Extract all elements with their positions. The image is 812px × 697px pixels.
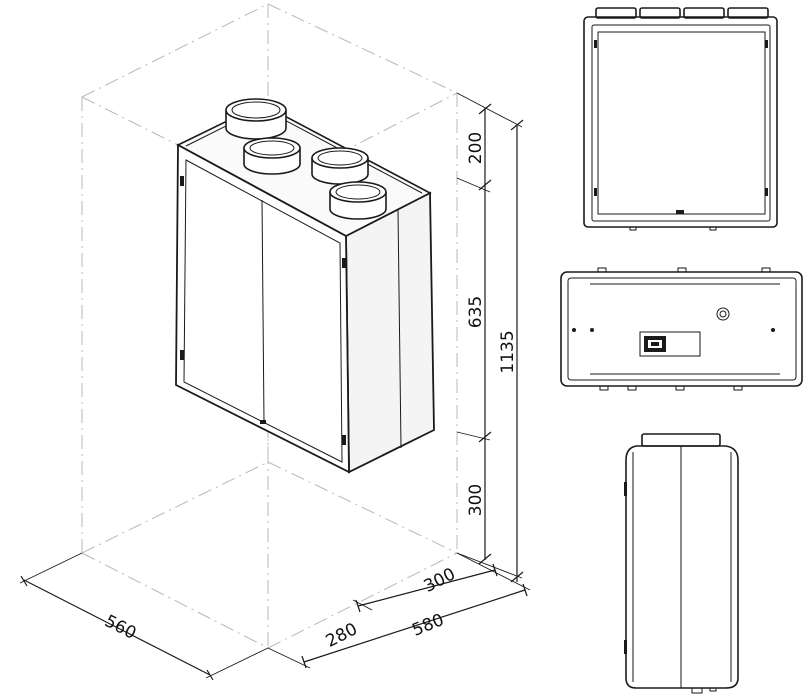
unit-isometric	[175, 98, 435, 474]
front-view	[583, 7, 778, 231]
dim-depth-total-line	[303, 589, 526, 663]
dim-width: 560	[101, 611, 139, 644]
dim-top-clearance: 200	[466, 132, 486, 164]
dim-depth-clearance-line	[357, 569, 496, 607]
vertical-dimensions: 200 635 300 1135	[456, 92, 524, 583]
dim-total-height: 1135	[498, 330, 518, 373]
base-dimensions: 560 280 580 300	[19, 552, 531, 681]
unit-side-face	[345, 191, 435, 474]
dim-depth-unit: 280	[323, 619, 361, 652]
dim-depth-total: 580	[409, 610, 447, 641]
connection-plate	[639, 331, 701, 357]
dim-unit-height: 635	[466, 296, 486, 328]
dim-width-line	[23, 579, 211, 676]
duct-spigots	[225, 98, 387, 220]
dim-depth-clearance: 300	[421, 564, 459, 597]
top-view	[560, 267, 803, 391]
dim-bottom-clearance: 300	[466, 484, 486, 516]
side-view	[624, 433, 739, 694]
